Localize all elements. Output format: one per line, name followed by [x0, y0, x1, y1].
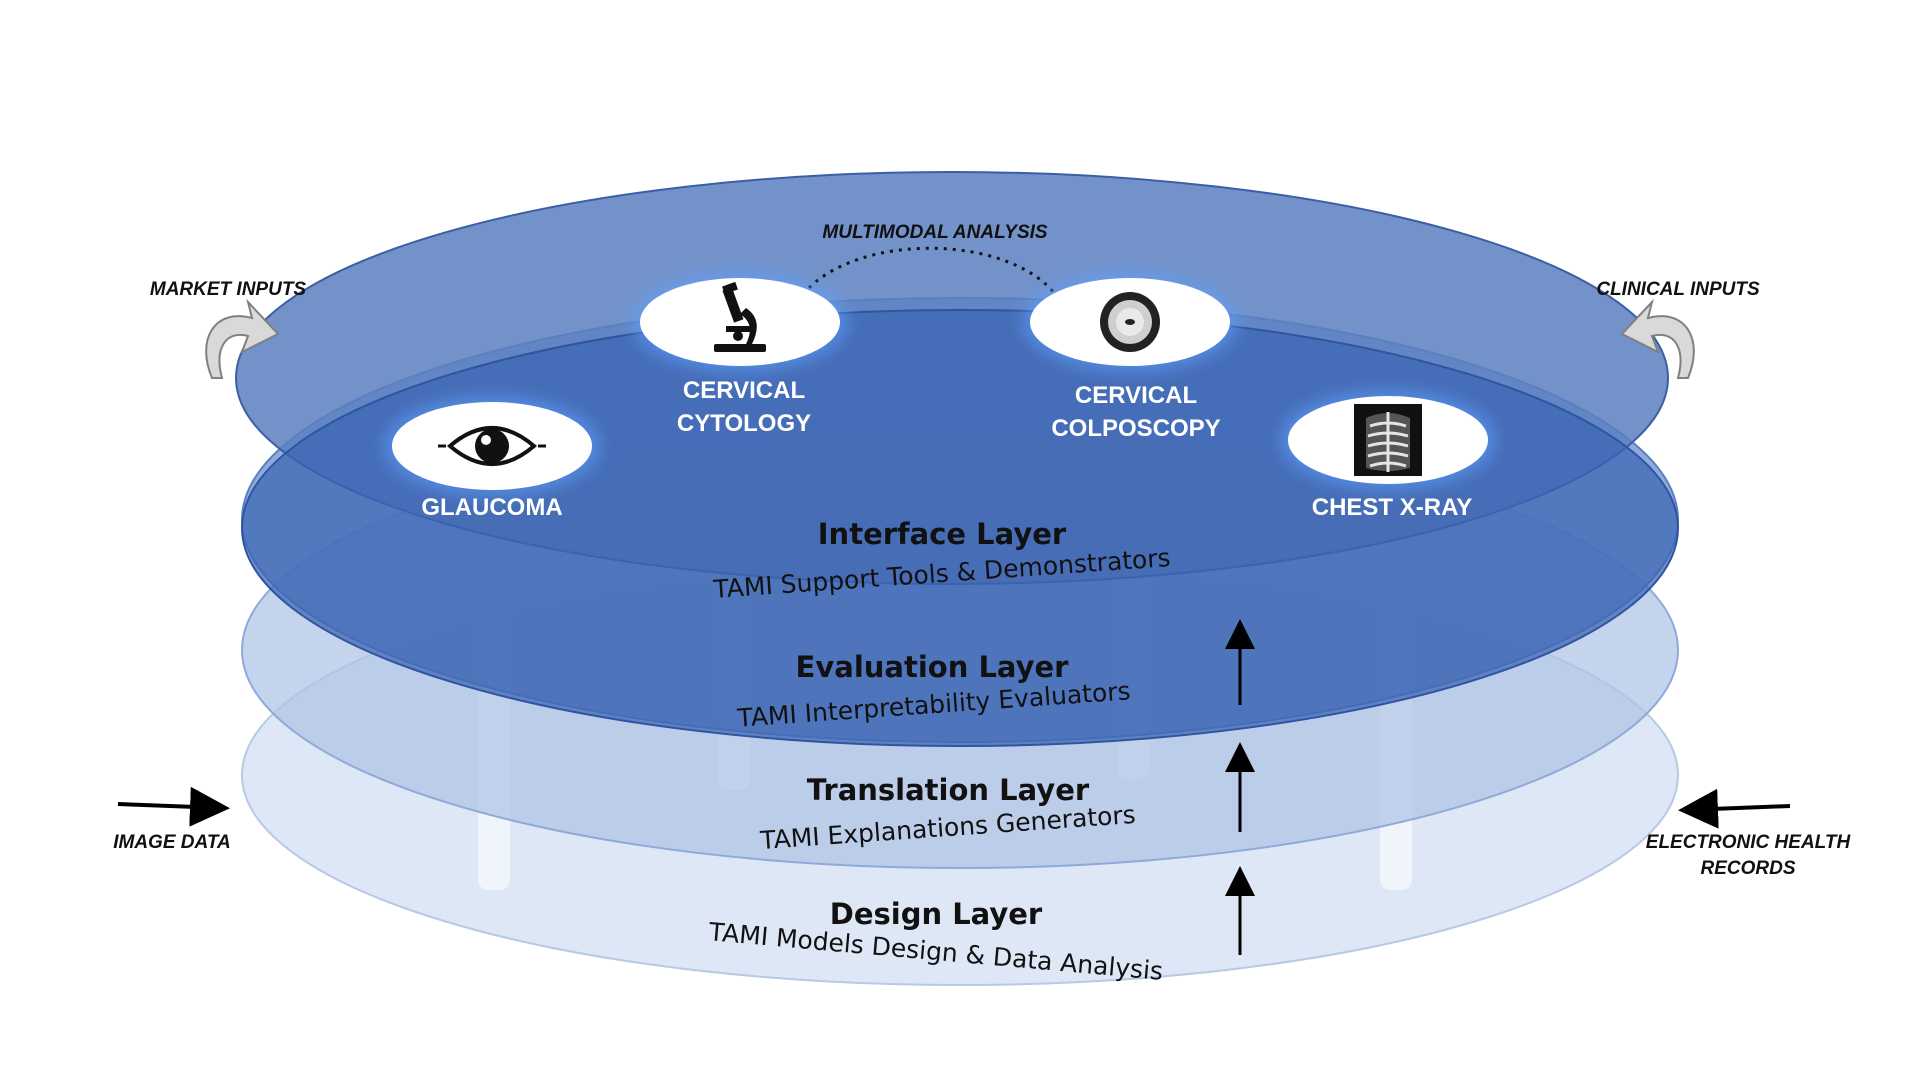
multimodal-analysis-label: MULTIMODAL ANALYSIS	[822, 222, 1047, 243]
design-layer-title: Design Layer	[830, 897, 1043, 931]
evaluation-layer-title: Evaluation Layer	[796, 650, 1070, 684]
colposcopy-badge	[1022, 272, 1238, 372]
microscope-icon	[714, 281, 766, 352]
input-arrows	[117, 786, 1791, 829]
chest-xray-icon	[1354, 404, 1422, 476]
clinical-inputs-label: CLINICAL INPUTS	[1596, 279, 1760, 300]
glaucoma-badge	[384, 396, 600, 496]
market-inputs-curve-arrow	[205, 298, 280, 379]
cervix-icon	[1100, 292, 1160, 352]
chest-xray-label: CHEST X-RAY	[1312, 494, 1472, 521]
glaucoma-label: GLAUCOMA	[421, 494, 562, 521]
clinical-inputs-curve-arrow	[1620, 298, 1695, 379]
cytology-badge	[632, 272, 848, 372]
interface-layer-title: Interface Layer	[818, 517, 1067, 551]
cytology-label-line2: CYTOLOGY	[677, 410, 811, 437]
colposcopy-label-line2: COLPOSCOPY	[1051, 415, 1220, 442]
chest-xray-badge	[1280, 390, 1496, 490]
market-inputs-label: MARKET INPUTS	[150, 279, 307, 300]
eye-icon	[438, 426, 546, 466]
image-data-arrow	[117, 786, 230, 827]
colposcopy-label-line1: CERVICAL	[1075, 382, 1197, 409]
ehr-arrow	[1678, 788, 1791, 829]
ehr-label-line2: RECORDS	[1700, 858, 1795, 879]
cytology-label-line1: CERVICAL	[683, 377, 805, 404]
translation-layer-title: Translation Layer	[807, 773, 1090, 807]
ehr-label-line1: ELECTRONIC HEALTH	[1646, 832, 1852, 853]
image-data-label: IMAGE DATA	[113, 832, 231, 853]
